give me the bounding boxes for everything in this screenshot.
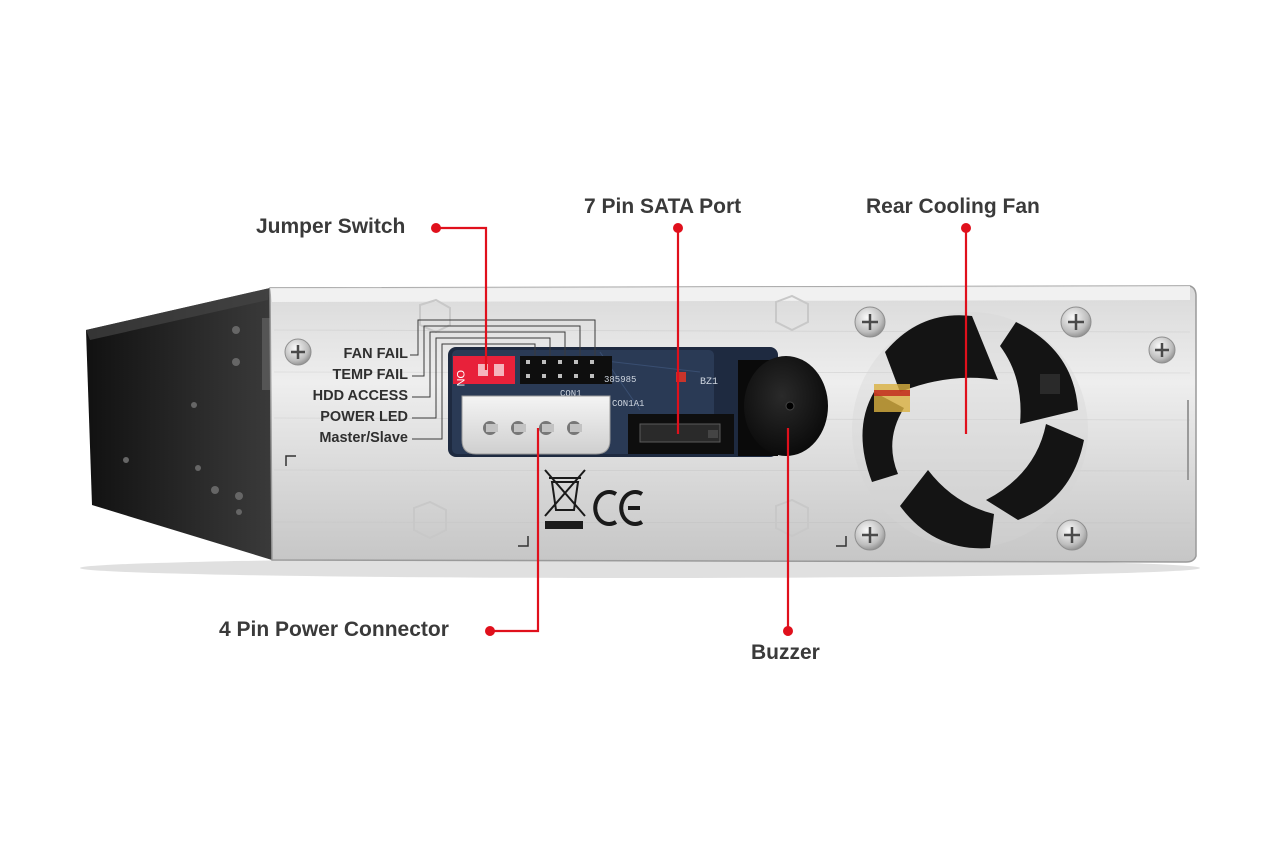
ce-mark-icon — [593, 490, 644, 526]
jumper-label-hdd-access: HDD ACCESS — [312, 388, 408, 404]
hex-stamps — [413, 294, 809, 540]
side-panel — [86, 288, 272, 560]
jumper-label-temp-fail: TEMP FAIL — [332, 367, 408, 383]
screw-icon — [1056, 519, 1088, 551]
molex-connector — [461, 395, 611, 455]
callout-jumper-switch: Jumper Switch — [256, 215, 406, 238]
callout-sata-port: 7 Pin SATA Port — [584, 195, 742, 218]
weee-bin-icon — [544, 469, 586, 529]
screw-icon — [284, 338, 312, 366]
screw-icon — [1148, 336, 1176, 364]
enclosure-shadow — [80, 558, 1200, 578]
callout-lines — [436, 226, 968, 633]
jumper-leader-lines — [410, 319, 596, 440]
pcb-bz1-label: BZ1 — [700, 377, 718, 388]
pcb-con1-label: CON1 — [560, 389, 582, 399]
buzzer-component — [738, 356, 828, 456]
pcb-code-label: 385985 — [604, 375, 636, 385]
sata-port — [628, 414, 734, 454]
jumper-header — [520, 356, 612, 384]
callout-rear-cooling-fan: Rear Cooling Fan — [866, 195, 1040, 218]
jumper-label-fan-fail: FAN FAIL — [343, 346, 408, 362]
callout-dots — [431, 223, 971, 636]
callout-power-connector: 4 Pin Power Connector — [219, 618, 449, 641]
jumper-label-power-led: POWER LED — [320, 409, 408, 425]
fan-grille — [852, 312, 1088, 549]
side-holes — [123, 326, 243, 515]
switch-on-text: ON — [454, 370, 466, 387]
screw-icon — [1060, 306, 1092, 338]
jumper-label-master-slave: Master/Slave — [319, 430, 408, 446]
screw-icon — [854, 519, 886, 551]
pcb-con1a1-label: CON1A1 — [612, 399, 644, 409]
screw-icon — [854, 306, 886, 338]
callout-buzzer: Buzzer — [751, 641, 820, 664]
